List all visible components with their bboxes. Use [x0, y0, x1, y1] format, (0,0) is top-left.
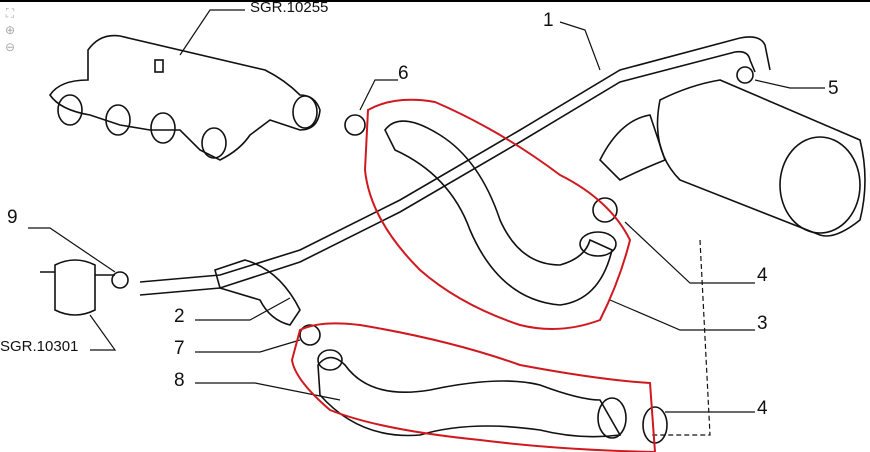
callout-4a: 4	[757, 265, 768, 286]
clamp-5	[736, 66, 754, 84]
leader-lines	[28, 9, 825, 436]
callout-7: 7	[174, 338, 185, 359]
valve	[40, 259, 115, 316]
connector-2	[214, 259, 301, 326]
ref-manifold: SGR.10255	[250, 0, 329, 16]
intake-manifold	[49, 34, 321, 161]
hose-3	[384, 120, 613, 306]
hose-8	[317, 356, 622, 438]
fit-icon[interactable]: ⛶	[5, 6, 15, 20]
ref-valve: SGR.10301	[0, 338, 79, 355]
clamp-7	[299, 324, 321, 346]
clamp-4a	[592, 197, 618, 223]
zoom-in-icon[interactable]: ⊕	[4, 23, 16, 37]
callout-4b: 4	[757, 398, 768, 419]
clamp-4b	[642, 406, 668, 444]
callout-9: 9	[7, 207, 18, 228]
zoom-out-icon[interactable]: ⊖	[4, 40, 16, 54]
highlight-hose-3	[363, 98, 632, 330]
callout-6: 6	[398, 63, 409, 84]
hose-1	[139, 36, 771, 296]
callout-2: 2	[174, 306, 185, 327]
callout-1: 1	[543, 10, 554, 31]
zoom-toolbar: ⛶ ⊕ ⊖	[3, 6, 17, 54]
callout-3: 3	[757, 313, 768, 334]
callout-5: 5	[828, 78, 839, 99]
callout-8: 8	[174, 370, 185, 391]
air-filter	[599, 79, 866, 237]
clamp-9	[111, 271, 129, 289]
highlight-hose-8	[290, 322, 657, 452]
clamp-6	[344, 114, 366, 136]
top-border	[0, 0, 870, 2]
